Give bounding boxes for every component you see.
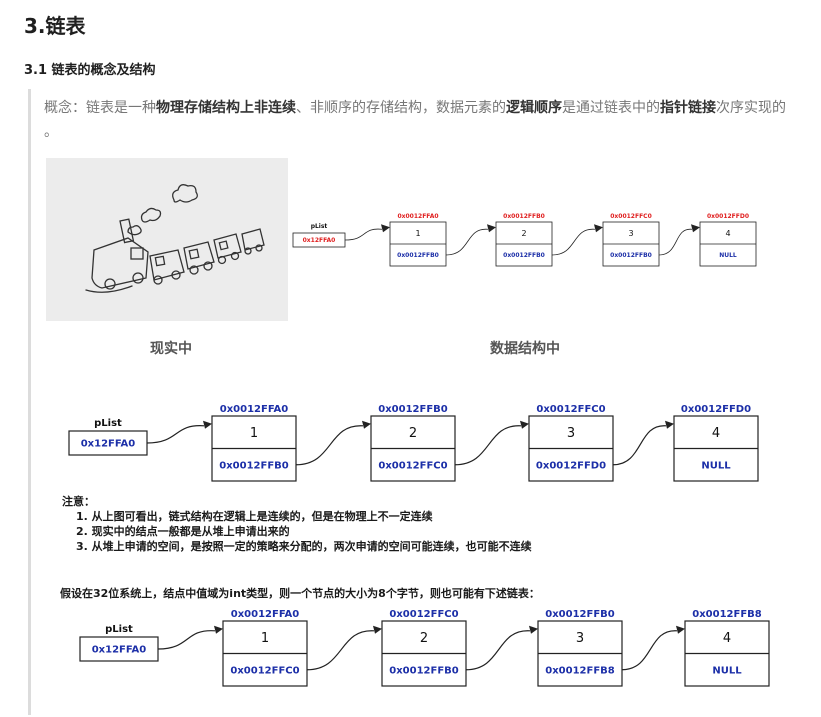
concept-text-2: 、非顺序的存储结构，数据元素的 — [296, 100, 506, 116]
list2-node-next: 0x0012FFB8 — [545, 665, 615, 676]
small-node-value: 2 — [521, 229, 526, 238]
list2-arrow-1 — [306, 630, 375, 671]
list1-node-address: 0x0012FFD0 — [681, 404, 751, 415]
list2-node-next: 0x0012FFB0 — [389, 665, 459, 676]
list1-arrow-2 — [454, 425, 522, 466]
concept-bold-2: 逻辑顺序 — [506, 100, 562, 116]
list1-plist-box — [68, 430, 148, 456]
section-heading: 3.链表 — [24, 14, 86, 38]
list2-arrow-plist — [157, 630, 216, 650]
concept-text-1: 概念：链表是一种 — [44, 100, 156, 116]
list1-arrow-3 — [612, 425, 667, 466]
list1-node-address: 0x0012FFC0 — [536, 404, 605, 415]
list2-arrow-plist-head — [214, 625, 223, 634]
small-plist-label: pList — [311, 223, 328, 230]
blockquote-bar — [28, 89, 31, 715]
small-node-value: 4 — [725, 229, 730, 238]
list1-node-next: NULL — [701, 460, 731, 471]
small-node-address: 0x0012FFC0 — [610, 213, 652, 220]
list2-plist-label: pList — [105, 624, 133, 635]
small-arrow-3-head — [691, 224, 700, 233]
list1-plist-value: 0x12FFA0 — [81, 439, 136, 450]
small-node-next: NULL — [719, 252, 737, 259]
list2-plist-value: 0x12FFA0 — [92, 645, 147, 656]
list1-node-address: 0x0012FFA0 — [220, 404, 288, 415]
list1-arrow-plist-head — [203, 420, 212, 429]
list2-node-address: 0x0012FFC0 — [389, 609, 458, 620]
small-node-next: 0x0012FFB0 — [503, 252, 545, 259]
list2-node-next: 0x0012FFC0 — [230, 665, 299, 676]
list2-arrow-2-head — [529, 625, 538, 634]
list2-node-value: 4 — [723, 631, 731, 646]
small-node-address: 0x0012FFA0 — [397, 213, 438, 220]
small-arrow-1 — [445, 228, 489, 256]
list2-node-address: 0x0012FFA0 — [231, 609, 299, 620]
list1-plist-label: pList — [94, 418, 122, 429]
list2-node-next: NULL — [712, 665, 742, 676]
list2-node-value: 3 — [576, 631, 584, 646]
concept-text-3: 是通过链表中的 — [562, 100, 660, 116]
list1-node-next: 0x0012FFD0 — [536, 460, 606, 471]
list1-arrow-2-head — [520, 420, 529, 429]
list1-node-value: 4 — [712, 426, 720, 441]
small-node-next: 0x0012FFB0 — [397, 252, 439, 259]
list1-node-next: 0x0012FFC0 — [378, 460, 447, 471]
small-arrow-2-head — [594, 224, 603, 233]
small-arrow-1-head — [487, 224, 496, 233]
notes-title: 注意： — [62, 495, 95, 508]
small-arrow-3 — [658, 228, 693, 256]
note-item-1: 1. 从上图可看出，链式结构在逻辑上是连续的，但是在物理上不一定连续 — [76, 510, 433, 523]
note-item-2: 2. 现实中的结点一般都是从堆上申请出来的 — [76, 525, 290, 538]
list2-node-address: 0x0012FFB0 — [545, 609, 615, 620]
small-node-value: 3 — [628, 229, 633, 238]
note-item-3: 3. 从堆上申请的空间，是按照一定的策略来分配的，两次申请的空间可能连续，也可能… — [76, 540, 532, 553]
small-plist-value: 0x12FFA0 — [303, 237, 336, 244]
train-cartoon-image — [46, 158, 288, 321]
list1-arrow-1-head — [362, 420, 371, 429]
list2-arrow-1-head — [373, 625, 382, 634]
list1-node-value: 2 — [409, 426, 417, 441]
concept-bold-3: 指针链接 — [660, 100, 716, 116]
list2-node-value: 1 — [261, 631, 269, 646]
concept-bold-1: 物理存储结构上非连续 — [156, 100, 296, 116]
list2-plist-box — [79, 636, 159, 662]
list1-arrow-3-head — [665, 420, 674, 429]
list1-arrow-plist — [146, 425, 205, 444]
assumption-text: 假设在32位系统上，结点中值域为int类型，则一个节点的大小为8个字节，则也可能… — [60, 587, 540, 600]
small-arrow-2 — [551, 228, 596, 256]
small-node-address: 0x0012FFD0 — [707, 213, 749, 220]
small-node-address: 0x0012FFB0 — [503, 213, 545, 220]
train-icon — [85, 184, 265, 293]
subsection-heading: 3.1 链表的概念及结构 — [24, 63, 156, 78]
list1-node-next: 0x0012FFB0 — [219, 460, 289, 471]
list1-node-value: 1 — [250, 426, 258, 441]
caption-data-structure: 数据结构中 — [490, 341, 560, 357]
small-arrow-plist — [344, 228, 383, 241]
list1-node-address: 0x0012FFB0 — [378, 404, 448, 415]
list2-node-value: 2 — [420, 631, 428, 646]
list2-arrow-3-head — [676, 625, 685, 634]
caption-reality: 现实中 — [150, 341, 192, 357]
list1-arrow-1 — [295, 425, 364, 466]
concept-text-4: 次序实现的 。 — [44, 100, 786, 140]
small-node-value: 1 — [415, 229, 420, 238]
list2-node-address: 0x0012FFB8 — [692, 609, 762, 620]
small-arrow-plist-head — [381, 224, 390, 233]
list1-node-value: 3 — [567, 426, 575, 441]
notes-block: 注意： 1. 从上图可看出，链式结构在逻辑上是连续的，但是在物理上不一定连续 2… — [62, 494, 532, 554]
concept-paragraph: 概念：链表是一种物理存储结构上非连续、非顺序的存储结构，数据元素的逻辑顺序是通过… — [44, 96, 804, 144]
small-node-next: 0x0012FFB0 — [610, 252, 652, 259]
list2-arrow-3 — [621, 630, 678, 671]
list2-arrow-2 — [465, 630, 531, 671]
